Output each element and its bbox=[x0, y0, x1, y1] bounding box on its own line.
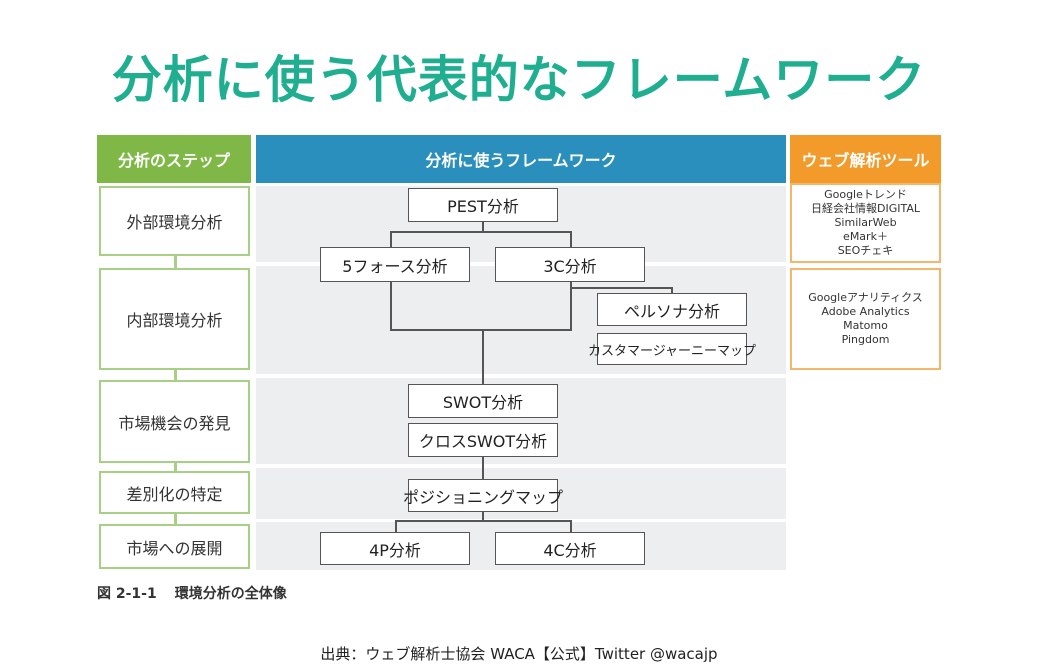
persona-analysis-box: ペルソナ分析 bbox=[597, 293, 747, 326]
tool-emark: eMark＋ bbox=[843, 230, 888, 243]
positioning-map-box: ポジショニングマップ bbox=[403, 479, 563, 512]
four-p-box: 4P分析 bbox=[320, 532, 470, 565]
four-c-box: 4C分析 bbox=[495, 532, 645, 565]
step-connector bbox=[174, 369, 177, 381]
tool-adobe-analytics: Adobe Analytics bbox=[821, 305, 910, 318]
connector-line bbox=[390, 231, 392, 247]
cross-swot-box: クロスSWOT分析 bbox=[408, 423, 558, 457]
steps-header: 分析のステップ bbox=[97, 135, 251, 183]
five-forces-box: 5フォース分析 bbox=[320, 247, 470, 282]
connector-line bbox=[390, 282, 392, 330]
three-c-box: 3C分析 bbox=[495, 247, 645, 282]
pest-analysis-box: PEST分析 bbox=[408, 188, 558, 222]
connector-line bbox=[570, 231, 572, 247]
connector-line bbox=[671, 287, 673, 293]
connector-line bbox=[395, 520, 571, 522]
tool-seo-checki: SEOチェキ bbox=[837, 244, 894, 257]
tool-google-trends: Googleトレンド bbox=[824, 188, 907, 201]
tool-google-analytics: Googleアナリティクス bbox=[808, 291, 923, 304]
tool-matomo: Matomo bbox=[843, 319, 888, 332]
customer-journey-map-box: カスタマージャーニーマップ bbox=[588, 333, 756, 365]
step-market-deployment: 市場への展開 bbox=[99, 524, 250, 569]
external-tools-box: Googleトレンド 日経会社情報DIGITAL SimilarWeb eMar… bbox=[790, 183, 941, 263]
tool-nikkei-digital: 日経会社情報DIGITAL bbox=[810, 202, 920, 215]
connector-line bbox=[482, 511, 484, 521]
internal-tools-box: Googleアナリティクス Adobe Analytics Matomo Pin… bbox=[790, 268, 941, 370]
step-market-opportunity: 市場機会の発見 bbox=[99, 380, 250, 463]
swot-analysis-box: SWOT分析 bbox=[408, 384, 558, 418]
connector-line bbox=[482, 455, 484, 479]
tools-header: ウェブ解析ツール bbox=[790, 135, 941, 183]
step-external-analysis: 外部環境分析 bbox=[99, 186, 250, 256]
figure-title: 環境分析の全体像 bbox=[174, 586, 287, 602]
frameworks-header: 分析に使うフレームワーク bbox=[256, 135, 786, 183]
connector-line bbox=[482, 222, 484, 232]
step-differentiation: 差別化の特定 bbox=[99, 471, 250, 514]
tool-pingdom: Pingdom bbox=[841, 333, 890, 346]
source-credit: 出典：ウェブ解析士協会 WACA【公式】Twitter @wacajp bbox=[320, 645, 718, 663]
page-title: 分析に使う代表的なフレームワーク bbox=[111, 51, 927, 109]
step-connector bbox=[174, 462, 177, 472]
connector-line bbox=[390, 231, 572, 233]
tool-similarweb: SimilarWeb bbox=[834, 216, 897, 229]
step-connector bbox=[174, 513, 177, 525]
connector-line bbox=[570, 282, 572, 330]
figure-number: 図 2-1-1 bbox=[97, 586, 157, 602]
connector-line bbox=[482, 329, 484, 384]
connector-line bbox=[395, 520, 397, 532]
step-internal-analysis: 内部環境分析 bbox=[99, 268, 250, 370]
connector-line bbox=[570, 287, 672, 289]
connector-line bbox=[390, 329, 572, 331]
connector-line bbox=[570, 520, 572, 532]
figure-caption: 図 2-1-1 環境分析の全体像 bbox=[97, 583, 305, 603]
step-connector bbox=[174, 255, 177, 269]
